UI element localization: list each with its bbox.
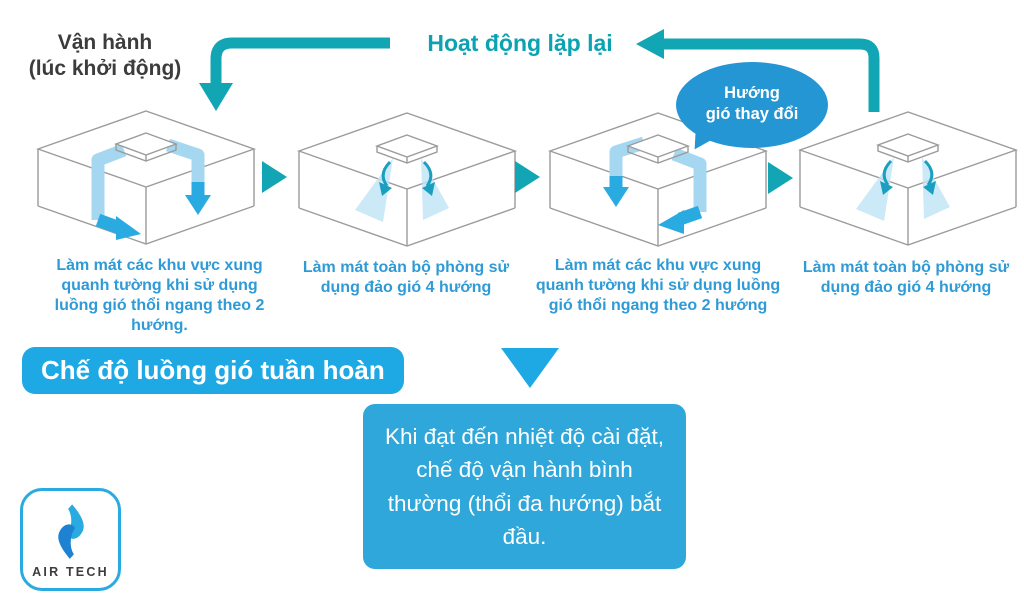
down-arrow-icon [501, 348, 559, 388]
circulation-mode-banner: Chế độ luồng gió tuần hoàn [22, 347, 404, 394]
normal-operation-info-box: Khi đạt đến nhiệt độ cài đặt, chế độ vận… [363, 404, 686, 569]
start-mode-label-line2: (lúc khởi động) [28, 56, 182, 80]
four-way-cassette-airflow-icon [355, 158, 449, 222]
step1-caption: Làm mát các khu vực xung quanh tường khi… [54, 257, 265, 334]
ceiling-ac-unit-icon [875, 133, 941, 163]
room-box-step4 [798, 111, 1019, 246]
airtech-logo-text: AIR TECH [32, 565, 109, 579]
ceiling-ac-unit-icon [374, 134, 440, 164]
airtech-flame-icon [57, 504, 84, 559]
ceiling-ac-unit-icon [625, 134, 691, 164]
start-mode-label: Vận hành (lúc khởi động) [14, 30, 196, 81]
airtech-logo: AIR TECH [20, 488, 121, 591]
four-way-cassette-airflow-icon [856, 157, 950, 221]
step-arrow-3-icon [768, 162, 793, 194]
ceiling-ac-unit-icon [113, 132, 179, 162]
step3-caption: Làm mát các khu vực xung quanh tường khi… [535, 257, 781, 314]
room-wireframe-icon [297, 112, 518, 247]
room-wireframe-icon [36, 110, 257, 245]
step2-caption: Làm mát toàn bộ phòng sử dụng đảo gió 4 … [302, 259, 510, 296]
two-way-horizontal-airflow-icon [91, 138, 211, 240]
room-wireframe-icon [798, 111, 1019, 246]
step-arrow-2-icon [515, 161, 540, 193]
wind-direction-bubble-line1: Hướng [724, 84, 780, 102]
start-flow-arrow-icon [199, 37, 390, 111]
repeat-loop-arrow-icon [636, 29, 880, 112]
start-mode-label-line1: Vận hành [57, 31, 153, 54]
step-arrow-1-icon [262, 161, 287, 193]
room-box-step3 [548, 112, 769, 247]
step4-caption: Làm mát toàn bộ phòng sử dụng đảo gió 4 … [802, 259, 1010, 296]
repeat-operation-label: Hoạt động lặp lại [427, 30, 613, 56]
room-box-step2 [297, 112, 518, 247]
wind-direction-bubble-line2: gió thay đổi [705, 104, 799, 123]
room-box-step1 [36, 110, 257, 245]
normal-operation-info-text: Khi đạt đến nhiệt độ cài đặt, chế độ vận… [385, 423, 664, 549]
wind-direction-bubble: Hướng gió thay đổi [676, 62, 828, 165]
